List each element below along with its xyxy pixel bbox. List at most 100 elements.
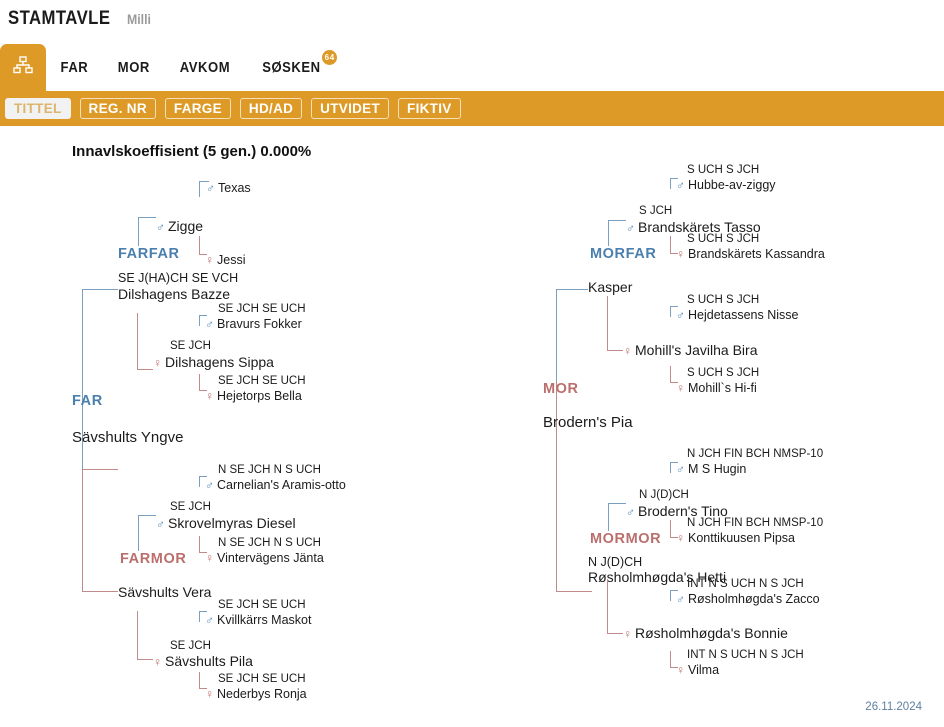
texas-node[interactable]: ♂ Texas: [206, 181, 251, 195]
filter-reg-nr[interactable]: REG. NR: [79, 98, 156, 119]
janta-titles: N SE JCH N S UCH: [218, 537, 321, 549]
mormor-node[interactable]: Røsholmhøgda's Hetti: [588, 569, 726, 585]
tab-pedigree[interactable]: [0, 44, 46, 91]
subject-name: Milli: [127, 11, 152, 27]
mormor-name: Røsholmhøgda's Hetti: [588, 569, 727, 585]
male-symbol: ♂: [205, 317, 214, 331]
connector-far-bottom: [82, 469, 118, 470]
connector-aramis-h: [199, 476, 207, 477]
role-morfar: MORFAR: [590, 246, 657, 262]
female-symbol: ♀: [676, 247, 685, 261]
farmor-name: Sävshults Vera: [118, 584, 212, 600]
jessi-name: Jessi: [217, 253, 246, 267]
ronja-node[interactable]: ♀ Nederbys Ronja: [205, 687, 307, 701]
connector-maskot-v: [199, 611, 200, 622]
connector-fm-h: [138, 515, 156, 516]
jessi-node[interactable]: ♀ Jessi: [205, 253, 245, 267]
mm-father-node[interactable]: ♂ Brodern's Tino: [626, 503, 728, 519]
aramis-titles: N SE JCH N S UCH: [218, 464, 321, 476]
connector-hugin-v: [670, 462, 671, 473]
mor-node[interactable]: Brodern's Pia: [543, 414, 633, 432]
tab-avkom[interactable]: AVKOM: [164, 44, 246, 91]
tab-sosken[interactable]: SØSKEN 64: [246, 44, 338, 91]
inbreeding-coefficient: Innavlskoeffisient (5 gen.) 0.000%: [72, 143, 312, 160]
mm-father-name: Brodern's Tino: [638, 503, 728, 519]
filter-tittel[interactable]: TITTEL: [5, 98, 71, 119]
page-title: STAMTAVLE: [8, 8, 111, 29]
male-symbol: ♂: [205, 613, 214, 627]
mm-mother-node[interactable]: ♀ Røsholmhøgda's Bonnie: [623, 625, 788, 641]
female-symbol: ♀: [676, 663, 685, 677]
role-mormor: MORMOR: [590, 531, 662, 547]
far-node[interactable]: Sävshults Yngve: [72, 429, 183, 447]
connector-hugin-h: [670, 462, 678, 463]
female-symbol: ♀: [205, 253, 214, 267]
filter-hd-ad[interactable]: HD/AD: [239, 98, 303, 119]
pipsa-node[interactable]: ♀ Konttikuusen Pipsa: [676, 531, 795, 545]
janta-node[interactable]: ♀ Vintervägens Jänta: [205, 551, 324, 565]
fm-mother-node[interactable]: ♀ Sävshults Pila: [153, 653, 253, 669]
connector-ff-h: [138, 217, 156, 218]
mf-father-titles: S JCH: [639, 205, 673, 217]
mm-mother-name: Røsholmhøgda's Bonnie: [635, 625, 788, 641]
hifi-node[interactable]: ♀ Mohill`s Hi-fi: [676, 381, 757, 395]
kassandra-node[interactable]: ♀ Brandskärets Kassandra: [676, 247, 825, 261]
connector-hifi-h: [670, 382, 678, 383]
connector-mor-v2: [556, 381, 557, 591]
hubbe-name: Hubbe-av-ziggy: [688, 178, 776, 192]
janta-name: Vintervägens Jänta: [217, 551, 324, 565]
farfar-titles: SE J(HA)CH SE VCH: [118, 271, 239, 285]
tab-mor[interactable]: MOR: [103, 44, 165, 91]
connector-pipsa-v: [670, 520, 671, 537]
fokker-node[interactable]: ♂ Bravurs Fokker: [205, 317, 302, 331]
ff-mother-node[interactable]: ♀ Dilshagens Sippa: [153, 354, 274, 370]
connector-mormor-h: [556, 591, 592, 592]
connector-farmor-h: [82, 591, 118, 592]
connector-texas-h: [199, 181, 209, 182]
maskot-titles: SE JCH SE UCH: [218, 599, 306, 611]
hugin-node[interactable]: ♂ M S Hugin: [676, 462, 746, 476]
zacco-node[interactable]: ♂ Røsholmhøgda's Zacco: [676, 592, 820, 606]
female-symbol: ♀: [153, 655, 162, 669]
aramis-node[interactable]: ♂ Carnelian's Aramis-otto: [205, 478, 346, 492]
male-symbol: ♂: [626, 505, 635, 519]
male-symbol: ♂: [626, 221, 635, 235]
mf-mother-node[interactable]: ♀ Mohill's Javilha Bira: [623, 342, 758, 358]
tab-far[interactable]: FAR: [46, 44, 103, 91]
mf-father-node[interactable]: ♂ Brandskärets Tasso: [626, 219, 761, 235]
filter-farge[interactable]: FARGE: [164, 98, 231, 119]
texas-name: Texas: [218, 181, 251, 195]
connector-texas-v: [199, 181, 200, 197]
fokker-titles: SE JCH SE UCH: [218, 303, 306, 315]
farmor-node[interactable]: Sävshults Vera: [118, 584, 211, 600]
connector-vilma-v: [670, 651, 671, 667]
connector-nisse-h: [670, 306, 678, 307]
vilma-node[interactable]: ♀ Vilma: [676, 663, 719, 677]
maskot-node[interactable]: ♂ Kvillkärrs Maskot: [205, 613, 311, 627]
female-symbol: ♀: [623, 627, 632, 641]
connector-hifi-v: [670, 366, 671, 382]
fm-father-node[interactable]: ♂ Skrovelmyras Diesel: [156, 515, 296, 531]
farfar-node[interactable]: Dilshagens Bazze: [118, 286, 230, 302]
male-symbol: ♂: [156, 517, 165, 531]
bella-node[interactable]: ♀ Hejetorps Bella: [205, 389, 302, 403]
male-symbol: ♂: [676, 592, 685, 606]
filter-fiktiv[interactable]: FIKTIV: [398, 98, 461, 119]
female-symbol: ♀: [676, 381, 685, 395]
male-symbol: ♂: [206, 181, 215, 195]
connector-zacco-v: [670, 590, 671, 601]
tab-mor-label: MOR: [117, 59, 150, 76]
connector-janta-v: [199, 536, 200, 552]
fm-mother-name: Sävshults Pila: [165, 653, 253, 669]
connector-kassandra-v: [670, 236, 671, 253]
female-symbol: ♀: [205, 389, 214, 403]
nisse-node[interactable]: ♂ Hejdetassens Nisse: [676, 308, 798, 322]
connector-ronja-h: [199, 688, 207, 689]
morfar-node[interactable]: Kasper: [588, 279, 632, 295]
zacco-name: Røsholmhøgda's Zacco: [688, 592, 820, 606]
ff-father-name: Zigge: [168, 218, 204, 234]
ff-father-node[interactable]: ♂ Zigge: [156, 218, 203, 234]
hubbe-node[interactable]: ♂ Hubbe-av-ziggy: [676, 178, 776, 192]
mm-father-titles: N J(D)CH: [639, 489, 689, 501]
filter-utvidet[interactable]: UTVIDET: [311, 98, 390, 119]
